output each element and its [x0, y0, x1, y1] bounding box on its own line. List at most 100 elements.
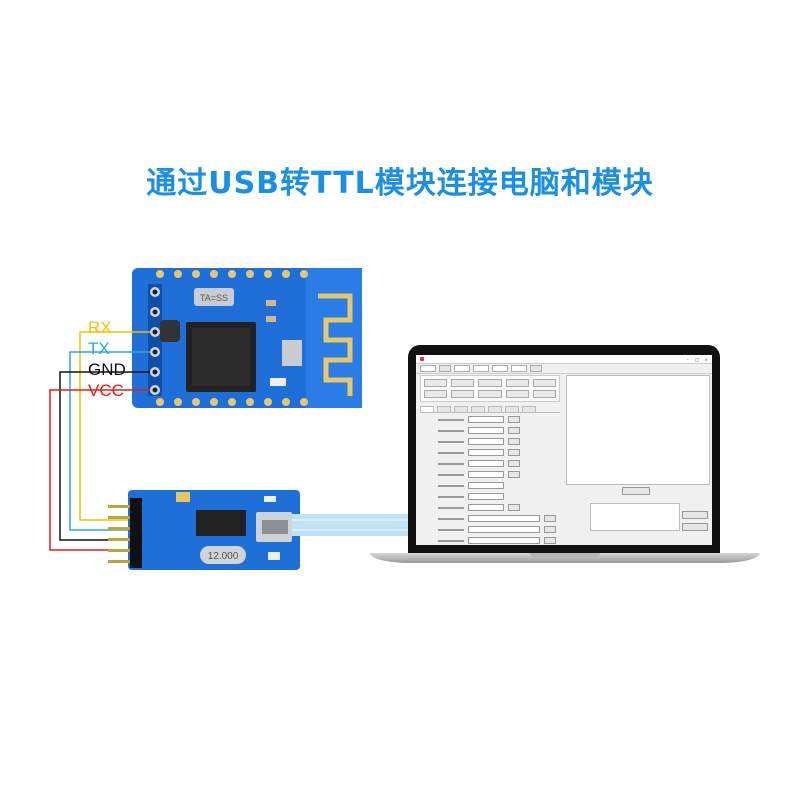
stop-bits-select[interactable]	[511, 365, 527, 372]
command-button[interactable]	[478, 390, 502, 398]
send-secondary-button[interactable]	[682, 523, 708, 531]
form-set-button[interactable]	[508, 438, 520, 445]
form-field[interactable]	[468, 449, 504, 456]
minimize-icon[interactable]: –	[686, 356, 689, 362]
form-label	[438, 539, 464, 542]
form-set-button[interactable]	[544, 515, 556, 522]
form-label	[438, 473, 464, 476]
tab[interactable]	[471, 406, 485, 413]
wires	[49, 331, 150, 551]
command-buttons	[420, 375, 560, 402]
settings-tabs	[420, 406, 560, 413]
close-icon[interactable]: ×	[704, 356, 708, 362]
tab[interactable]	[420, 406, 434, 413]
receive-pane	[566, 375, 710, 541]
form-field[interactable]	[468, 515, 540, 522]
form-set-button[interactable]	[544, 526, 556, 533]
laptop: – □ ×	[408, 345, 720, 553]
pin-label-rx: RX	[88, 319, 112, 336]
form-label	[438, 440, 464, 443]
command-button[interactable]	[424, 390, 448, 398]
form-row	[420, 514, 560, 523]
command-button[interactable]	[505, 390, 529, 398]
wire-vcc	[49, 389, 150, 551]
command-button[interactable]	[451, 379, 475, 387]
form-set-button[interactable]	[508, 471, 520, 478]
toolbar-button[interactable]	[530, 365, 542, 372]
receive-area[interactable]	[566, 375, 710, 485]
app-icon	[420, 357, 424, 361]
settings-pane	[420, 375, 560, 544]
pin-label-gnd: GND	[88, 361, 126, 378]
wire-rx	[79, 331, 150, 521]
form-field[interactable]	[468, 504, 504, 511]
page-title: 通过USB转TTL模块连接电脑和模块	[146, 166, 654, 201]
tab[interactable]	[505, 406, 519, 413]
baud-select[interactable]	[454, 365, 470, 372]
form-field[interactable]	[468, 438, 504, 445]
pin-label-vcc: VCC	[88, 382, 124, 399]
tab[interactable]	[522, 406, 536, 413]
form-row	[420, 426, 560, 435]
form-field[interactable]	[468, 537, 540, 544]
form-set-button[interactable]	[508, 460, 520, 467]
pin-label-tx: TX	[88, 340, 110, 357]
data-bits-select[interactable]	[473, 365, 489, 372]
form-field[interactable]	[468, 471, 504, 478]
form-label	[438, 506, 464, 509]
clear-receive-button[interactable]	[622, 487, 650, 495]
form-row	[420, 525, 560, 534]
form-label	[438, 462, 464, 465]
tab[interactable]	[454, 406, 468, 413]
form-label	[438, 418, 464, 421]
send-button[interactable]	[682, 511, 708, 519]
send-area[interactable]	[590, 503, 680, 531]
form-row	[420, 448, 560, 457]
form-row	[420, 481, 560, 490]
command-button[interactable]	[532, 390, 556, 398]
form-field[interactable]	[468, 427, 504, 434]
crystal	[194, 288, 234, 306]
parity-select[interactable]	[492, 365, 508, 372]
command-button[interactable]	[424, 379, 448, 387]
form-field[interactable]	[468, 526, 540, 533]
tab[interactable]	[437, 406, 451, 413]
wire-tx	[69, 351, 150, 531]
form-field[interactable]	[468, 482, 504, 489]
bluetooth-module: TA=SS	[132, 268, 362, 408]
window-controls: – □ ×	[687, 357, 712, 362]
form-label	[438, 517, 464, 520]
tab[interactable]	[488, 406, 502, 413]
form-row	[420, 492, 560, 501]
maximize-icon[interactable]: □	[694, 356, 699, 362]
usb-cable	[292, 514, 408, 536]
usb-crystal	[200, 546, 246, 564]
usb-crystal-label: 12.000	[208, 551, 239, 562]
form-row	[420, 459, 560, 468]
form-field[interactable]	[468, 416, 504, 423]
form-set-button[interactable]	[508, 449, 520, 456]
app-titlebar: – □ ×	[416, 355, 712, 364]
command-button[interactable]	[478, 379, 502, 387]
form-row	[420, 470, 560, 479]
form-field[interactable]	[468, 460, 504, 467]
form-set-button[interactable]	[544, 537, 556, 544]
command-button[interactable]	[505, 379, 529, 387]
wire-gnd	[59, 371, 150, 541]
command-button[interactable]	[532, 379, 556, 387]
port-select[interactable]	[420, 365, 436, 372]
form-row	[420, 415, 560, 424]
form-row	[420, 503, 560, 512]
laptop-base	[370, 553, 760, 563]
open-port-button[interactable]	[439, 365, 451, 372]
serial-toolbar	[416, 364, 712, 374]
form-set-button[interactable]	[508, 416, 520, 423]
form-field[interactable]	[468, 493, 504, 500]
form-label	[438, 451, 464, 454]
command-button[interactable]	[451, 390, 475, 398]
usb-ttl-module: 12.000	[108, 490, 300, 570]
form-set-button[interactable]	[508, 504, 520, 511]
form-label	[438, 528, 464, 531]
form-set-button[interactable]	[508, 427, 520, 434]
